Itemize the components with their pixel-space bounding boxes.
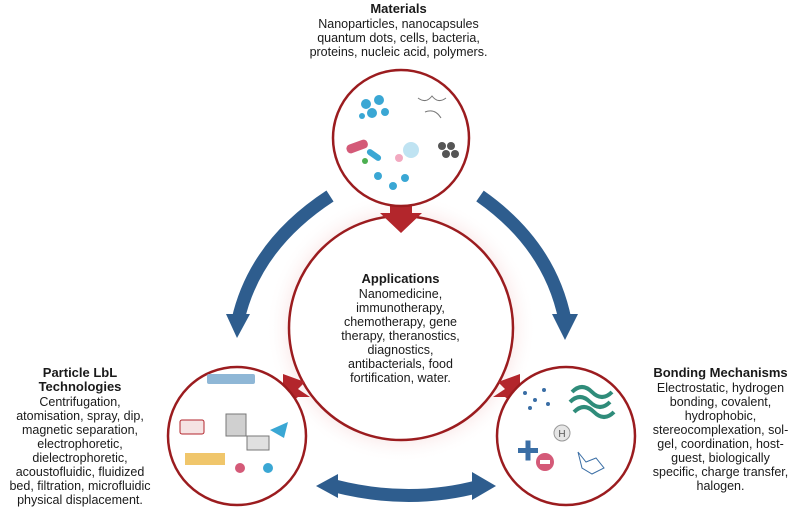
- plus-icon: [518, 440, 538, 461]
- nanoparticles-icon: [359, 95, 409, 190]
- dispersed-molecules-icon: [523, 388, 550, 410]
- capsule-icon: [366, 149, 382, 161]
- bonding-line: hydrophobic,: [684, 409, 757, 423]
- lbl-line: magnetic separation,: [21, 423, 139, 437]
- quantum-dot-icon: [362, 158, 368, 164]
- bonding-line: Electrostatic, hydrogen: [656, 381, 785, 395]
- lbl-line: electrophoretic,: [37, 437, 123, 451]
- lbl-text: Particle LbL Technologies Centrifugation…: [0, 365, 160, 508]
- applications-text: Applications Nanomedicine, immunotherapy…: [333, 271, 468, 386]
- applications-line: fortification, water.: [350, 371, 451, 385]
- materials-title: Materials: [370, 1, 427, 16]
- applications-line: Nanomedicine,: [358, 287, 443, 301]
- microfluidic-chip-icon: [207, 374, 255, 384]
- cell-icon: [403, 142, 419, 158]
- bonding-line: halogen.: [696, 479, 745, 493]
- bonding-line: bonding, covalent,: [669, 395, 772, 409]
- cycle-arrows: [231, 190, 572, 502]
- materials-line: proteins, nucleic acid, polymers.: [309, 45, 488, 59]
- magnet-icon: [263, 463, 273, 473]
- lbl-line: atomisation, spray, dip,: [16, 409, 144, 423]
- bonding-icons: H: [518, 385, 616, 475]
- hydrogen-label: H: [558, 429, 565, 440]
- lbl-line: Centrifugation,: [39, 395, 121, 409]
- bonding-line: guest, biologically: [671, 451, 770, 465]
- applications-line: diagnostics,: [367, 343, 434, 357]
- arrowhead-right: [552, 314, 578, 340]
- materials-circle: [331, 68, 471, 208]
- droplet-icon: [235, 463, 245, 473]
- lbl-line: dielectrophoretic,: [32, 451, 128, 465]
- hydrophobic-chains-icon: [568, 385, 616, 419]
- polymer-icon: [417, 95, 447, 119]
- arrowhead-left: [226, 314, 250, 338]
- arrow-materials-to-bonding: [476, 190, 572, 322]
- centrifuge-icon: [225, 413, 247, 437]
- materials-text: Materials Nanoparticles, nanocapsules qu…: [271, 1, 526, 60]
- filtration-icon: [179, 419, 205, 435]
- materials-line: Nanoparticles, nanocapsules: [318, 17, 479, 31]
- arrow-lbl-to-bonding: [333, 479, 482, 502]
- lbl-line: bed, filtration, microfluidic: [9, 479, 151, 493]
- fluidized-bed-icon: [185, 453, 225, 465]
- materials-icons: [346, 95, 459, 190]
- arrowhead-bottom-left: [316, 474, 338, 498]
- machine-icon: [246, 435, 270, 451]
- lbl-line: acoustofluidic, fluidized: [15, 465, 145, 479]
- applications-title: Applications: [361, 271, 440, 286]
- lbl-line: physical displacement.: [17, 493, 143, 507]
- lbl-icons: [179, 374, 288, 473]
- applications-line: antibacterials, food: [348, 357, 453, 371]
- bacteria-icon: [346, 139, 368, 154]
- applications-line: immunotherapy,: [356, 301, 445, 315]
- lbl-title: Particle LbL Technologies: [38, 365, 122, 394]
- red-arrow-top: [380, 200, 422, 233]
- bonding-line: specific, charge transfer,: [652, 465, 789, 479]
- quantum-dots-icon: [438, 142, 459, 158]
- arrow-materials-to-lbl: [231, 190, 334, 322]
- bonding-text: Bonding Mechanisms Electrostatic, hydrog…: [648, 365, 793, 494]
- spray-icon: [270, 422, 288, 438]
- materials-line: quantum dots, cells, bacteria,: [317, 31, 480, 45]
- bonding-line: stereocomplexation, sol-: [652, 423, 789, 437]
- bonding-title: Bonding Mechanisms: [653, 365, 788, 380]
- applications-line: therapy, theranostics,: [341, 329, 460, 343]
- bonding-line: gel, coordination, host-: [657, 437, 784, 451]
- arrowhead-bottom-right: [472, 472, 496, 500]
- protein-icon: [395, 154, 403, 162]
- applications-line: chemotherapy, gene: [343, 315, 458, 329]
- hydrogen-icon: [553, 424, 571, 442]
- network-icon: [577, 451, 605, 475]
